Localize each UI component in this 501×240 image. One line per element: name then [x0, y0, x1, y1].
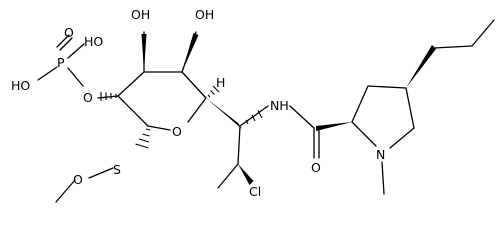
bond-c6-nh: [239, 105, 269, 127]
hash-c2-o-ester: [100, 92, 117, 101]
label-phosphorus: P: [57, 55, 65, 70]
label-ring-o: O: [172, 124, 182, 139]
clindamycin-phosphate-structure: HO P O HO O OH OH H O S O NH Cl O N: [11, 7, 495, 203]
wedge-c2p-carbonyl: [316, 122, 352, 131]
bond-nh-carbonyl: [289, 105, 315, 129]
wedge-c5-c6: [206, 98, 242, 129]
bond-p-oh-top: [67, 43, 85, 59]
bond-propyl-2: [433, 45, 473, 49]
bond-p-o-double-a: [59, 37, 73, 51]
bond-c5-ring-o: [187, 97, 207, 123]
bond-c5p-n: [389, 127, 415, 149]
bond-p-o-ester: [67, 67, 84, 87]
bond-c3p-c4p: [367, 85, 407, 89]
bond-ring-o-c1: [147, 125, 171, 131]
bond-c4-c5: [181, 71, 207, 99]
wedge-c4-oh: [182, 33, 199, 72]
label-chlorine: Cl: [249, 184, 261, 199]
label-o-methoxy: O: [73, 172, 83, 187]
label-o-amide: O: [311, 160, 321, 175]
label-o-phos-double: O: [64, 25, 74, 40]
bond-n-c2p: [351, 121, 377, 147]
wedge-c7-cl: [238, 164, 254, 185]
bond-lines: [37, 19, 495, 203]
wedge-c3-oh: [141, 34, 147, 72]
label-ho-phos-top: HO: [84, 34, 103, 49]
label-o-ester: O: [83, 90, 93, 105]
label-oh-c4: OH: [195, 7, 214, 22]
label-oh-c3: OH: [131, 7, 150, 22]
wedge-c4p-propyl: [406, 45, 436, 88]
hash-c6-nh: [245, 110, 263, 125]
bond-c7-c8-methyl: [217, 163, 239, 189]
bond-c4p-c5p: [405, 87, 415, 129]
label-ho-phos-left: HO: [11, 78, 30, 93]
bond-o-methoxy-ch3: [55, 179, 76, 203]
wedge-bonds: [141, 33, 436, 185]
label-h-c5: H: [216, 75, 225, 90]
hash-c1-s: [135, 128, 151, 149]
bond-p-o-double-b: [56, 34, 70, 48]
label-nh: NH: [270, 98, 289, 113]
label-sulfur: S: [113, 162, 121, 177]
atom-labels: HO P O HO O OH OH H O S O NH Cl O N: [11, 7, 385, 199]
bond-propyl-3: [471, 19, 495, 47]
bond-n-methyl: [381, 161, 385, 195]
bond-p-oh-left: [37, 66, 58, 81]
hash-bonds: [100, 85, 263, 149]
hash-c5-h: [207, 85, 220, 98]
bond-c6-c7: [237, 125, 241, 165]
bond-c1-c2: [117, 95, 149, 127]
label-n-pyrrolidine: N: [376, 147, 385, 162]
bond-c2p-c3p: [351, 85, 369, 123]
bond-s-o-methoxy: [88, 167, 114, 179]
bond-c2-c3: [117, 71, 145, 97]
